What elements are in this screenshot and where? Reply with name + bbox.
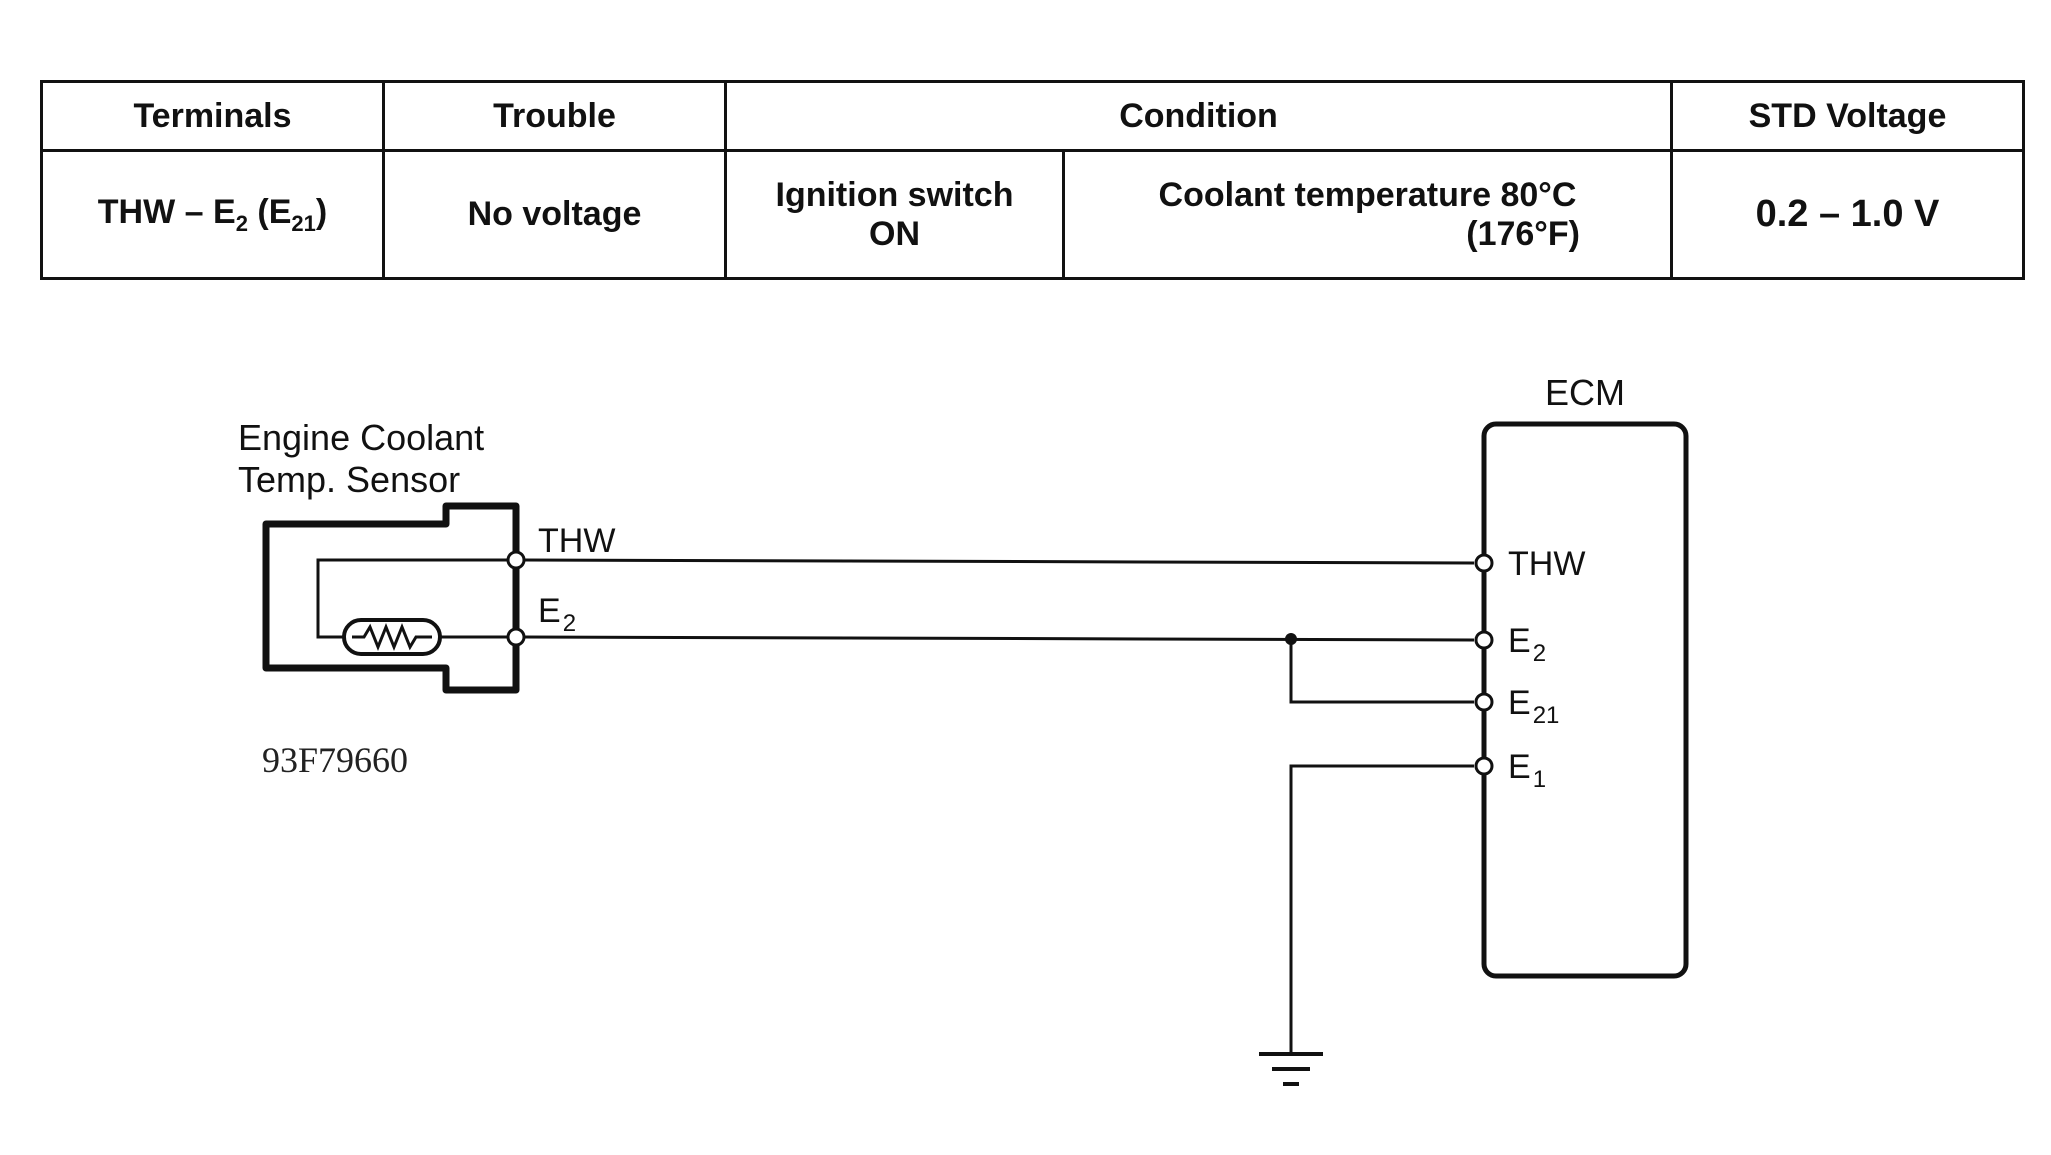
spec-table: Terminals Trouble Condition STD Voltage … <box>40 80 2025 280</box>
ecm-pin-e21-sub: 21 <box>1533 702 1560 729</box>
sensor-pin-thw: THW <box>538 522 615 560</box>
terminals-paren-close: ) <box>315 192 328 231</box>
wire-thw <box>523 558 1475 565</box>
ecm-pin-e1: E1 <box>1508 748 1546 793</box>
cell-std-voltage: 0.2 – 1.0 V <box>1670 149 2025 280</box>
ecm-pin-e2-sub: 2 <box>1533 640 1546 667</box>
header-terminals: Terminals <box>40 80 385 152</box>
table-header-row: Terminals Trouble Condition STD Voltage <box>40 80 2025 152</box>
sensor-terminal-thw <box>506 550 526 570</box>
header-condition: Condition <box>724 80 1673 152</box>
condition-a-line1: Ignition switch <box>775 175 1014 214</box>
condition-b-line2: (176°F) <box>1466 214 1580 253</box>
sensor-label-line1: Engine Coolant <box>238 417 484 458</box>
terminals-main: THW – E <box>97 192 236 231</box>
ecm-pin-e1-main: E <box>1508 748 1531 786</box>
condition-b-line1: Coolant temperature 80°C <box>1158 175 1577 214</box>
terminals-paren-sub: 21 <box>291 210 316 236</box>
ecm-terminal-e21 <box>1474 692 1494 712</box>
ecm-terminal-thw <box>1474 553 1494 573</box>
terminals-paren-open: (E <box>247 192 292 231</box>
terminals-sub: 2 <box>235 210 248 236</box>
sensor-body <box>262 502 520 694</box>
ecm-pin-e2: E2 <box>1508 622 1546 667</box>
ecm-terminal-e2 <box>1474 630 1494 650</box>
ecm-pin-e2-main: E <box>1508 622 1531 660</box>
wire-e21-branch <box>1289 639 1474 704</box>
cell-condition-coolant: Coolant temperature 80°C (176°F) <box>1062 149 1673 280</box>
sensor-pin-e2-sub: 2 <box>563 610 576 637</box>
ecm-pin-e21-main: E <box>1508 684 1531 722</box>
sensor-pin-e2: E2 <box>538 592 576 637</box>
ecm-pin-thw: THW <box>1508 545 1585 583</box>
header-std-voltage: STD Voltage <box>1670 80 2025 152</box>
sensor-pin-e2-main: E <box>538 592 561 630</box>
ecm-pin-e21: E21 <box>1508 684 1559 729</box>
table-row: THW – E2 (E21) No voltage Ignition switc… <box>40 149 2025 280</box>
sensor-label-line2: Temp. Sensor <box>238 459 460 500</box>
ground-icon <box>1259 1052 1323 1086</box>
sensor-internal-wire <box>316 558 516 639</box>
figure-code: 93F79660 <box>262 740 408 780</box>
thermistor-icon <box>342 618 442 656</box>
wire-e1-ground <box>1289 764 1474 1052</box>
header-trouble: Trouble <box>382 80 727 152</box>
ecm-label: ECM <box>1545 372 1625 413</box>
condition-a-line2: ON <box>869 214 920 253</box>
cell-condition-ignition: Ignition switch ON <box>724 149 1065 280</box>
ecm-terminal-e1 <box>1474 756 1494 776</box>
wire-e2 <box>523 635 1475 642</box>
sensor-terminal-e2 <box>506 627 526 647</box>
ecm-pin-e1-sub: 1 <box>1533 766 1546 793</box>
cell-terminals: THW – E2 (E21) <box>40 149 385 280</box>
cell-trouble: No voltage <box>382 149 727 280</box>
